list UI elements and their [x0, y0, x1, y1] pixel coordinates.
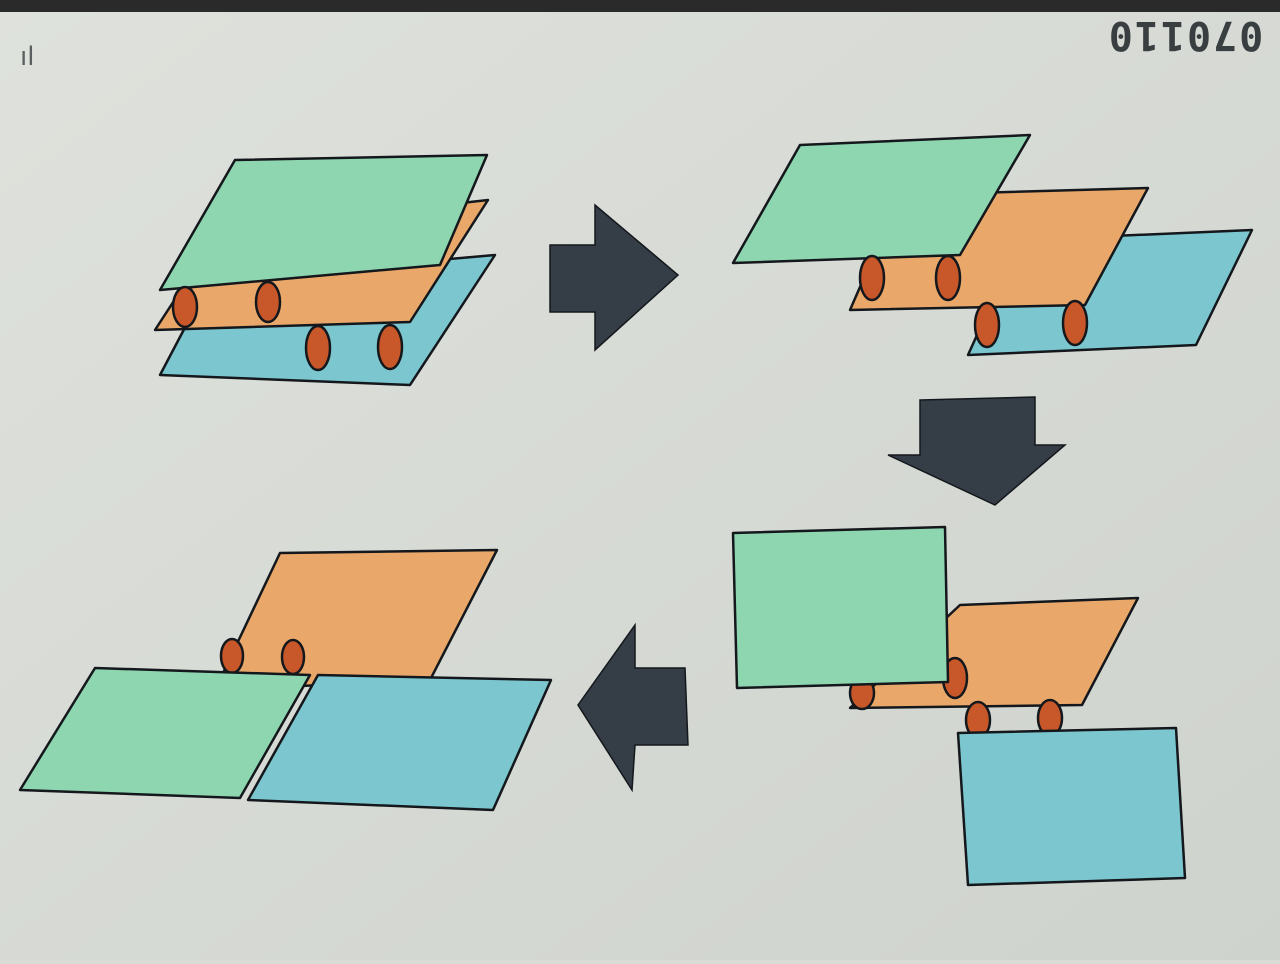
step2-upper-rollers	[858, 254, 962, 302]
step2-lower-rollers	[973, 299, 1089, 349]
step1-green-plate	[158, 153, 489, 292]
step4-blue-plate	[246, 673, 553, 812]
roller	[376, 323, 404, 371]
corner-date-note: 070110	[1106, 12, 1264, 58]
step-1-stack	[153, 153, 497, 387]
roller	[304, 324, 332, 372]
corner-tick-mark: ıl	[20, 42, 35, 72]
roller	[1061, 299, 1089, 347]
roller	[254, 280, 282, 324]
step-3-stack	[731, 525, 1187, 887]
arrow-down	[887, 396, 1068, 506]
roller	[219, 637, 245, 675]
arrow-right	[549, 203, 680, 352]
roller	[973, 301, 1001, 349]
roller	[171, 285, 199, 329]
step-4-stack	[18, 548, 553, 812]
step-2-stack	[731, 133, 1254, 357]
step4-green-plate	[18, 666, 312, 800]
step3-green-plate	[731, 525, 950, 690]
arrow-left	[577, 622, 689, 793]
roller	[858, 254, 886, 302]
step2-green-plate	[731, 133, 1032, 265]
step1-lower-rollers	[304, 323, 404, 372]
roller	[280, 638, 306, 676]
step4-rollers	[219, 637, 306, 676]
roller	[934, 254, 962, 302]
step1-upper-rollers	[171, 280, 282, 329]
step3-blue-plate	[956, 726, 1187, 887]
top-edge-shadow	[0, 0, 1280, 12]
step3-lower-rollers	[964, 698, 1064, 740]
